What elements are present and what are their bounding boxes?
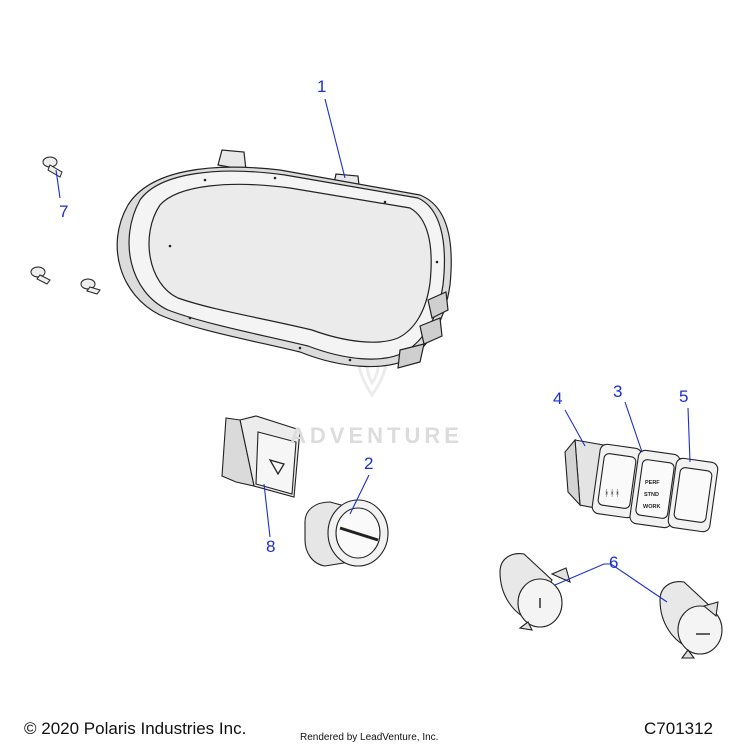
callout-6[interactable]: 6 (609, 553, 619, 572)
callout-4[interactable]: 4 (553, 389, 563, 408)
leader-4 (564, 409, 586, 447)
hazard-switch[interactable] (221, 415, 301, 498)
screw-2[interactable] (30, 266, 51, 285)
callout-3[interactable]: 3 (613, 382, 623, 401)
drive-mode-switch[interactable] (591, 443, 643, 519)
screw-1[interactable] (42, 156, 63, 178)
leader-2 (349, 474, 370, 515)
leader-5 (687, 407, 691, 463)
power-outlet-right[interactable] (659, 581, 723, 659)
leader-6 (554, 563, 668, 603)
leader-7 (55, 169, 61, 199)
round-switch[interactable] (304, 499, 389, 567)
instrument-cluster[interactable] (116, 149, 452, 369)
leader-8 (263, 483, 271, 538)
callout-1[interactable]: 1 (317, 77, 327, 96)
callout-5[interactable]: 5 (679, 387, 689, 406)
leader-3 (624, 401, 643, 453)
leader-1 (324, 98, 346, 179)
leader-lines (55, 98, 691, 603)
switch-icon-arrows: ᚼᚼᚼ (604, 488, 620, 499)
watermark-text: ADVENTURE (290, 423, 463, 448)
switch-text-stnd: STND (644, 492, 659, 498)
switch-bank[interactable]: PERF STND WORK ᚼᚼᚼ (564, 438, 719, 533)
mounting-screws[interactable] (30, 156, 101, 295)
footer-rendered-by: Rendered by LeadVenture, Inc. (300, 732, 439, 743)
diagram-code: C701312 (644, 719, 714, 738)
callout-7[interactable]: 7 (59, 202, 69, 221)
callout-2[interactable]: 2 (364, 454, 374, 473)
blank-switch[interactable] (667, 457, 719, 533)
power-outlet-left[interactable] (499, 553, 571, 631)
callout-8[interactable]: 8 (266, 537, 276, 556)
screw-3[interactable] (80, 278, 101, 295)
switch-text-work: WORK (643, 504, 660, 510)
switch-text-perf: PERF (645, 480, 660, 486)
footer-copyright: © 2020 Polaris Industries Inc. (24, 719, 247, 738)
perf-stnd-work-switch[interactable] (629, 449, 681, 529)
